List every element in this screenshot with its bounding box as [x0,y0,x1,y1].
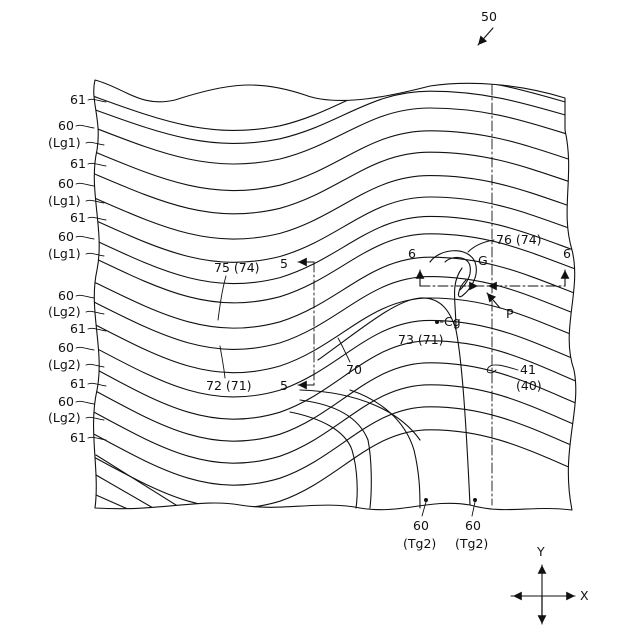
left-label-l17: (Lg2) [48,410,81,425]
axis-indicator: Y X [511,544,589,624]
left-label-leader [76,401,94,404]
groove-curve [96,455,200,520]
left-label-leader [76,183,94,186]
curve-76-hook-inner [445,257,470,290]
left-label-l4: 61 [70,156,86,171]
label-g: G [478,253,488,268]
groove-curve [90,385,580,463]
left-label-l10: 60 [58,288,74,303]
groove-curve [90,152,580,214]
groove-curve [90,131,580,191]
left-label-leader [86,253,104,256]
left-label-l16: 60 [58,394,74,409]
groove-curve [96,495,130,510]
groove-curve [90,407,580,485]
left-label-l9: (Lg1) [48,246,81,261]
label-bottom-60-b: 60 [465,518,481,533]
tg2-groove-a [350,390,420,508]
left-label-l3: (Lg1) [48,135,81,150]
groove-lines [90,78,580,520]
left-label-l13: 60 [58,340,74,355]
label-73-71: 73 (71) [398,332,444,347]
label-76-74: 76 (74) [496,232,542,247]
left-label-l12: 61 [70,321,86,336]
label-p: P [506,306,514,321]
axis-x-label: X [580,588,589,603]
left-label-l5: 60 [58,176,74,191]
figure-number: 50 [481,9,497,24]
groove-curve [96,475,160,512]
section-5-bottom: 5 [280,378,288,393]
left-label-l1: 61 [70,92,86,107]
label-40: (40) [516,378,542,393]
left-label-leader [76,236,94,239]
label-bottom-tg2-b: (Tg2) [455,536,488,551]
groove-curve [90,320,580,397]
figure-number-arrow [478,28,493,45]
tg2-curve-d [290,412,357,508]
left-label-leader [76,295,94,298]
left-label-l14: (Lg2) [48,357,81,372]
groove-70-structure [290,251,476,508]
label-75-74: 75 (74) [214,260,260,275]
label-cg: Cg [444,314,461,329]
left-label-leader [86,142,104,145]
section-6-right: 6 [563,246,571,261]
left-label-l15: 61 [70,376,86,391]
left-label-leader [76,347,94,350]
groove-curve [90,78,580,130]
left-label-leader [86,417,104,420]
groove-70-outer-left [318,298,470,505]
left-label-leader [88,383,106,386]
label-bottom-tg2-a: (Tg2) [403,536,436,551]
axis-y-label: Y [536,544,545,559]
label-72-71: 72 (71) [206,378,252,393]
label-41: 41 [520,362,536,377]
left-label-leader [88,163,106,166]
left-label-l18: 61 [70,430,86,445]
section-6-6: 6 6 [408,246,571,286]
groove-curve [90,341,580,419]
left-label-l2: 60 [58,118,74,133]
label-70: 70 [346,362,362,377]
left-label-l7: 61 [70,210,86,225]
left-label-l11: (Lg2) [48,304,81,319]
left-label-leader [76,125,94,128]
section-6-left: 6 [408,246,416,261]
groove-curve [90,108,580,164]
left-label-l6: (Lg1) [48,193,81,208]
section-5-top: 5 [280,256,288,271]
left-label-l8: 60 [58,229,74,244]
left-label-leader [86,364,104,367]
label-bottom-60-a: 60 [413,518,429,533]
